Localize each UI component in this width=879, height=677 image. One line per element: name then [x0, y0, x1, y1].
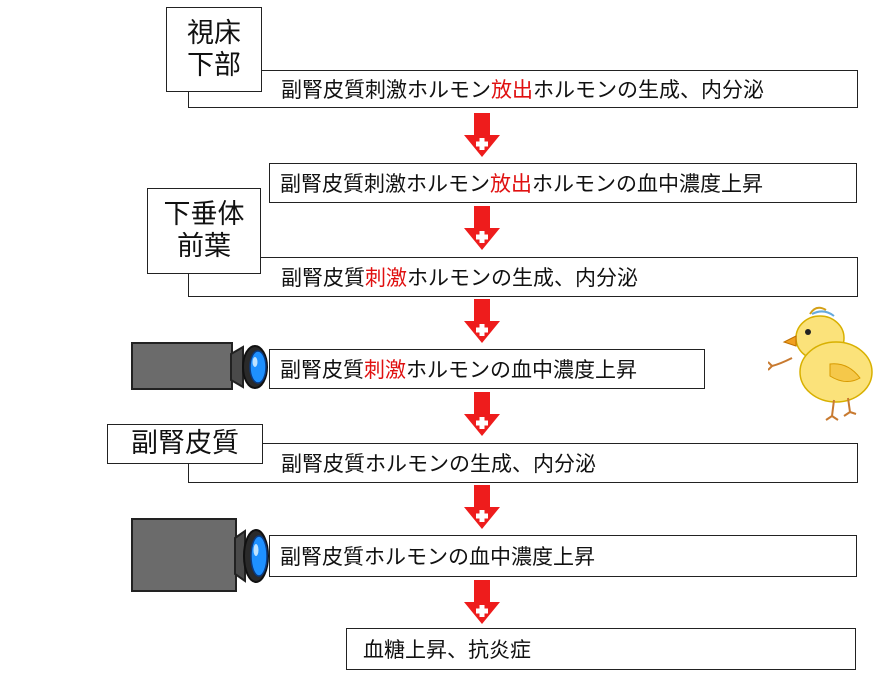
organ-label-line2: 前葉: [177, 231, 231, 262]
step-text-pre: 副腎皮質刺激ホルモン: [281, 78, 491, 102]
step-text-pre: 副腎皮質: [280, 358, 364, 382]
down-arrow-icon: [464, 392, 500, 436]
step-text-post: ホルモンの血中濃度上昇: [532, 172, 763, 196]
step-box-3: 副腎皮質刺激ホルモンの生成、内分泌: [188, 257, 858, 297]
step-text: 副腎皮質ホルモンの血中濃度上昇: [280, 545, 595, 569]
step-text-highlight: 刺激: [364, 358, 406, 382]
step-text-highlight: 放出: [491, 78, 533, 102]
step-box-5: 副腎皮質ホルモンの生成、内分泌: [188, 443, 858, 483]
step-text-post: ホルモンの生成、内分泌: [407, 266, 638, 290]
step-box-7: 血糖上昇、抗炎症: [346, 628, 856, 670]
step-text: 副腎皮質ホルモンの生成、内分泌: [281, 452, 596, 476]
organ-label-line1: 視床: [187, 17, 241, 49]
organ-label-line2: 下部: [187, 49, 241, 81]
organ-label-line1: 副腎皮質: [131, 428, 239, 459]
organ-label-adrenal-cortex: 副腎皮質: [107, 424, 263, 464]
step-box-4: 副腎皮質刺激ホルモンの血中濃度上昇: [269, 349, 705, 389]
step-text-highlight: 放出: [490, 172, 532, 196]
organ-label-hypothalamus: 視床 下部: [166, 7, 262, 92]
step-text-highlight: 刺激: [365, 266, 407, 290]
step-text: 血糖上昇、抗炎症: [363, 638, 531, 662]
down-arrow-icon: [464, 113, 500, 157]
step-text-post: ホルモンの血中濃度上昇: [406, 358, 637, 382]
step-text-pre: 副腎皮質: [281, 266, 365, 290]
down-arrow-icon: [464, 485, 500, 529]
down-arrow-icon: [464, 580, 500, 624]
step-text-pre: 副腎皮質刺激ホルモン: [280, 172, 490, 196]
step-box-1: 副腎皮質刺激ホルモン放出ホルモンの生成、内分泌: [188, 70, 858, 108]
organ-label-line1: 下垂体: [163, 199, 245, 230]
step-text-post: ホルモンの生成、内分泌: [533, 78, 764, 102]
organ-label-anterior-pituitary: 下垂体 前葉: [147, 188, 261, 274]
camera-icon: [131, 518, 269, 592]
camera-icon: [131, 342, 268, 390]
down-arrow-icon: [464, 206, 500, 250]
step-box-2: 副腎皮質刺激ホルモン放出ホルモンの血中濃度上昇: [269, 163, 857, 203]
down-arrow-icon: [464, 299, 500, 343]
step-box-6: 副腎皮質ホルモンの血中濃度上昇: [269, 535, 857, 577]
chick-icon: [768, 306, 873, 421]
